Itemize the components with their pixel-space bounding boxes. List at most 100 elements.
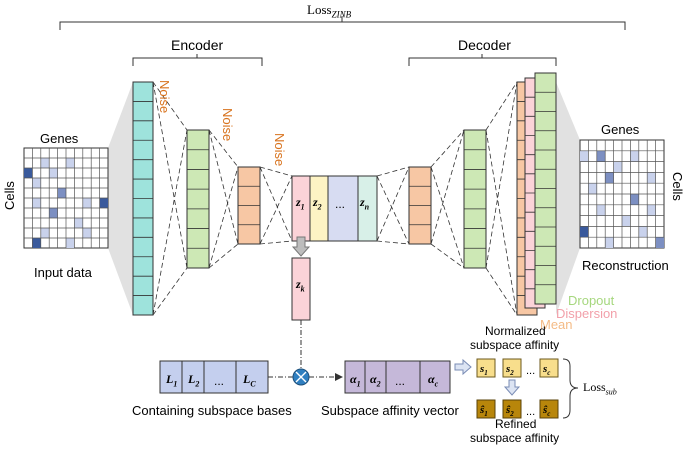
shat-square-1 (502, 399, 522, 419)
decoder-bracket (408, 54, 557, 66)
output-matrix-cell-7 (630, 194, 639, 205)
alpha-2: α2 (370, 372, 381, 389)
input-matrix-cell-11 (40, 228, 50, 238)
latent-cell-3 (357, 175, 378, 242)
conn-d1-d2-2 (430, 166, 465, 269)
conn-d1-d2-1 (430, 243, 465, 269)
cells-label-right: Cells (670, 172, 685, 201)
output-matrix-cell-13 (605, 237, 614, 248)
conn-l2-l3-1 (208, 243, 239, 269)
output-matrix-cell-4 (605, 172, 614, 184)
s-c: sc (543, 363, 551, 378)
reconstruction-label: Reconstruction (582, 258, 669, 273)
encoder-layer-1 (132, 81, 154, 316)
latent-cell-2 (327, 175, 359, 242)
conn-l2-l3-3 (208, 166, 239, 269)
affinity-right-arrow (454, 358, 472, 376)
input-matrix (23, 147, 109, 249)
encoder-layer-2 (186, 129, 210, 269)
noise-label-2: Noise (220, 108, 235, 142)
output-matrix-cell-2 (630, 150, 639, 162)
loss-zinb-bracket (59, 16, 626, 30)
output-matrix-cell-14 (655, 237, 664, 248)
shat-1: ŝ1 (480, 404, 488, 419)
conn-l1-l2-3 (152, 129, 188, 316)
refine-down-arrow (503, 379, 521, 396)
encoder-label: Encoder (171, 37, 224, 53)
alpha-1: α1 (350, 372, 361, 389)
input-matrix-cell-13 (32, 238, 41, 248)
encoder-layer-3 (237, 166, 261, 245)
shat-square-0 (476, 399, 496, 419)
output-matrix-cell-6 (588, 183, 597, 194)
conn-l3-latent-1 (259, 240, 293, 245)
latent-down-arrow (291, 236, 311, 257)
conn-l3-latent-3 (259, 175, 293, 245)
conn-l3-latent-0 (259, 166, 293, 177)
input-matrix-cell-12 (82, 228, 92, 238)
base-ellipsis: ... (214, 374, 225, 388)
encoder-layer-2-body (186, 129, 210, 269)
decoder-layer-2-body (463, 129, 487, 269)
output-matrix (579, 139, 665, 249)
input-matrix-cell-8 (99, 198, 108, 208)
input-matrix-cell-14 (66, 238, 75, 248)
output-matrix-cell-0 (580, 150, 589, 162)
latent-zn: zn (360, 195, 370, 212)
conn-l1-l2-1 (152, 267, 188, 316)
s-1: s1 (480, 363, 488, 378)
zk-cell (291, 257, 311, 321)
output-matrix-cell-11 (580, 226, 589, 238)
normalized-label-2: subspace affinity (470, 338, 560, 352)
input-data-label: Input data (34, 265, 92, 280)
loss-zinb-label: LossZINB (307, 2, 352, 20)
cells-label-left: Cells (2, 181, 17, 210)
shat-2: ŝ2 (506, 404, 514, 419)
conn-l2-l3-2 (208, 129, 239, 245)
conn-d2-out-2 (485, 129, 518, 316)
shat-ellipsis: ... (526, 406, 536, 418)
encoder-bracket (132, 54, 263, 66)
shat-square-2 (539, 399, 559, 419)
output-matrix-cell-8 (596, 204, 606, 216)
noise-label-1: Noise (157, 80, 172, 114)
alpha-c: αc (428, 372, 439, 389)
base-lc: LC (243, 372, 256, 389)
latent-zk: zk (296, 277, 305, 294)
input-matrix-cell-7 (82, 198, 92, 208)
conn-d2-out-3 (485, 81, 518, 269)
output-matrix-cell-3 (613, 161, 622, 173)
mean-label: Mean (540, 317, 573, 332)
conn-latent-d1-1 (376, 240, 410, 245)
conn-d2-out-0 (485, 81, 518, 131)
input-matrix-cell-0 (40, 158, 50, 168)
bases-box (159, 360, 269, 394)
loss-sub-brace (562, 358, 579, 419)
loss-sub-label: Losssub (583, 380, 617, 397)
s-square-1 (502, 358, 522, 378)
refined-label-2: subspace affinity (470, 431, 560, 445)
conn-l3-latent-2 (259, 166, 293, 242)
base-l1: L1 (166, 372, 178, 389)
output-matrix-cell-10 (622, 215, 631, 227)
input-matrix-cell-5 (57, 188, 66, 198)
bases-label: Containing subspace bases (132, 403, 292, 418)
decoder-layer-2 (463, 129, 487, 269)
conn-d2-out-1 (485, 267, 518, 316)
dropout-label: Dropout (568, 293, 615, 308)
input-projection (108, 82, 133, 315)
input-matrix-cell-6 (32, 198, 41, 208)
genes-label-right: Genes (601, 122, 640, 137)
output-matrix-cell-5 (647, 172, 656, 184)
conn-l1-l2-0 (152, 81, 188, 131)
conn-d1-d2-3 (430, 129, 465, 245)
alpha-ellipsis: ... (395, 374, 406, 388)
latent-z1: z1 (296, 195, 305, 212)
decoder-label: Decoder (458, 37, 511, 53)
genes-label-left: Genes (40, 131, 79, 146)
affinity-label: Subspace affinity vector (321, 403, 459, 418)
dispersion-label: Dispersion (556, 306, 618, 321)
normalized-label-1: Normalized (485, 324, 546, 338)
s-2: s2 (506, 363, 514, 378)
